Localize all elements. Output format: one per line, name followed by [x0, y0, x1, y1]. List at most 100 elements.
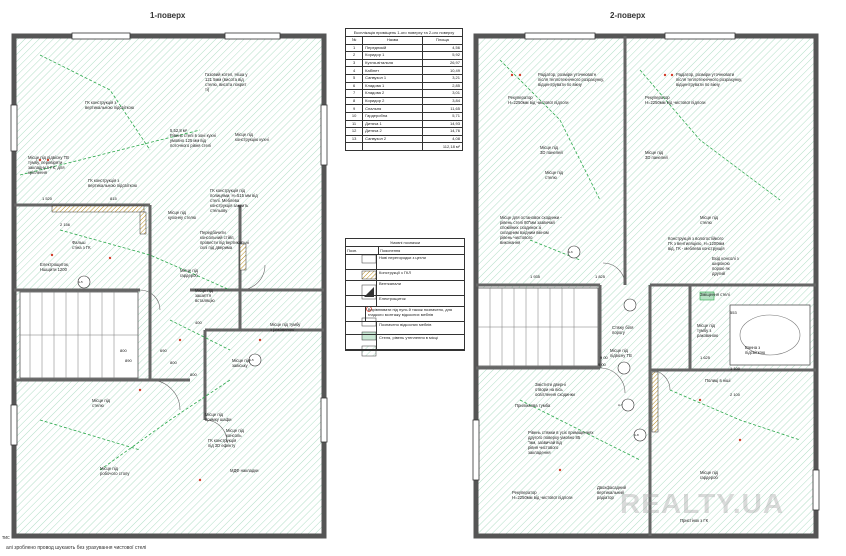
row-area: 11,65 [421, 104, 464, 113]
row-name: Кабінет [362, 66, 423, 75]
legend-row: Електрощиток [346, 296, 464, 307]
col-number: № [344, 36, 364, 45]
row-name: Санвузол 1 [362, 73, 423, 83]
legend-symbol [346, 307, 366, 321]
floor1-note: Передбачити консольний стійл, провести п… [200, 230, 249, 250]
floor1-note: 5,52,8 м² Рівень стелі в зоні кухні умов… [170, 128, 216, 148]
row-name: Кухня-вітальня [362, 58, 423, 68]
floor1-note: Місце під кухонну стелю [168, 210, 196, 220]
floor2-note: Конструкція з вологостійкого ГК з вентил… [668, 236, 725, 251]
floor2-note: Радіатор, розміри уточнювати після тепло… [676, 72, 742, 87]
floor1-note: Місце під підвісну ТВ тумбу, перевіряти … [28, 155, 69, 175]
row-area: 2,85 [421, 81, 464, 91]
legend-symbol [346, 296, 377, 306]
floor1-note: ГК конструкція з вертикальною підсвіткою [88, 178, 137, 188]
row-number: 10 [344, 111, 364, 121]
row-area: 5,92 [421, 51, 464, 60]
floor2-note: Місце під стелю [700, 215, 718, 225]
dimension-label: 2 100 [730, 392, 741, 397]
row-name: Коридор 1 [362, 51, 423, 60]
floor2-note: Двохфасадний вертикальний радіатор [597, 485, 626, 500]
row-area: 5,71 [421, 111, 464, 121]
row-number: 11 [344, 119, 364, 129]
floor2-note: Рекуператор Н=2250мм від чистової підлог… [645, 95, 706, 105]
row-area: 26,97 [421, 58, 464, 68]
legend-row: Стеля, рівень утеплення в місці [346, 335, 464, 350]
dimension-label: 1 825 [595, 274, 606, 279]
dimension-label: 553 [730, 310, 737, 315]
row-name: Кладова 1 [362, 81, 423, 91]
legend-description: Позначено відкосних меблів [379, 322, 432, 327]
legend-row: Вентканали [346, 281, 464, 296]
row-name: Гардеробна [362, 111, 423, 121]
row-area: 14,93 [421, 119, 464, 129]
row-number: 8 [344, 96, 364, 106]
row-number: 12 [344, 127, 364, 136]
row-name: Санвузол 2 [362, 134, 423, 144]
dimension-label: 1 520 [42, 196, 53, 201]
legend-row: Конструкції з ГКЛ [346, 270, 464, 281]
dimension-label: 1 625 [700, 355, 711, 360]
floor2-note: Стяжу біля порогу [612, 325, 634, 335]
floor2-note: Змістити дверні отвори на вісь освітленн… [535, 382, 575, 397]
row-area: 3,21 [421, 73, 464, 83]
row-number: 6 [344, 81, 364, 91]
row-number: 1 [344, 43, 364, 53]
row-number: 13 [344, 134, 364, 144]
row-area: 3,01 [421, 89, 464, 98]
row-name: Дитяча 2 [362, 127, 423, 136]
row-area: 4,08 [421, 134, 464, 144]
row-area: 4,56 [421, 43, 464, 53]
axis-mark: А-6 [568, 250, 573, 254]
row-area: 10,49 [421, 66, 464, 75]
floor1-title: 1-поверх [150, 11, 186, 20]
legend-row: Нові перегородки з цегли [346, 255, 464, 270]
floor2-note: Рекуператор Н=2250мм від чистової підлог… [512, 490, 573, 500]
dimension-label: 815 [110, 196, 117, 201]
legend-col-desc: Пояснення [380, 248, 401, 253]
explication-row: 112,18 м² [344, 142, 464, 151]
row-name: Дитяча 1 [362, 119, 423, 129]
floor2-note: Місце під 3D панелей [645, 150, 668, 160]
axis-mark: А-5 [249, 358, 254, 362]
floor1-note: Місце під зашиття всталяцію [195, 288, 215, 303]
row-number: 9 [344, 104, 364, 113]
floor1-note: Газовий котел, Ніша у 121 5мм (висота ві… [205, 72, 248, 92]
floor2-note: Місце під стелю [545, 170, 563, 180]
floor2-note: Рекуператор Н=2250мм від чистової підлог… [508, 95, 569, 105]
dimension-label: 690 [160, 348, 167, 353]
footer-note: алі зроблено провод шукають без урахуван… [6, 545, 147, 551]
floor2-note: Зміщення стелі [700, 292, 730, 297]
floor2-plan [472, 32, 820, 539]
floor2-note: Місце під тумбу з раковиною [697, 323, 719, 338]
legend-col-symbol: Позн. [346, 247, 379, 254]
col-name: Назва [362, 36, 423, 45]
floor1-note: Місце під гардероб [180, 268, 198, 278]
legend-symbol [346, 270, 377, 280]
floor2-note: Рівень стяжки в усіх приміщеннях другого… [528, 430, 594, 455]
explication-heading: Експлікація приміщень 1-ого поверху та 2… [345, 28, 463, 36]
floor1-note: ГК конструкція з вертикальною підсвіткою [85, 100, 134, 110]
legend-description: Конструкції з ГКЛ [379, 270, 411, 275]
legend-table: Умовні позначки Позн. Пояснення Нові пер… [345, 238, 465, 351]
legend-description: Електрощиток [379, 296, 406, 301]
dimension-label: 400 [195, 320, 202, 325]
floor2-note: Вхід консолі з широкою порою як другий [712, 256, 739, 276]
legend-description: Вентканали [379, 281, 401, 286]
floor2-note: Місце під 3D панелей [540, 145, 563, 155]
floor2-note: Місце під гардероб [700, 470, 718, 480]
row-area: 14,76 [421, 127, 464, 136]
